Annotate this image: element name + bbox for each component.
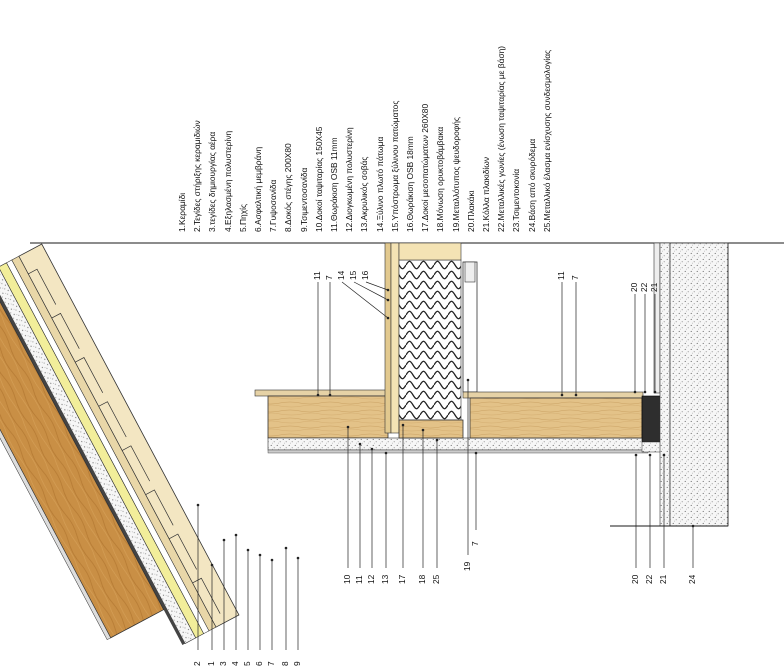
callout-number: 19 bbox=[462, 561, 472, 571]
leader-dots bbox=[196, 288, 695, 567]
leader-dot bbox=[386, 316, 390, 320]
osb-right bbox=[462, 391, 644, 399]
callout-number: 25 bbox=[431, 574, 441, 584]
callout-number: 7 bbox=[570, 275, 580, 280]
wall-osb-thin bbox=[384, 242, 392, 434]
plaster-left bbox=[267, 449, 649, 454]
leader-dot bbox=[421, 428, 425, 432]
callout-number: 9 bbox=[292, 661, 302, 666]
leader-dot bbox=[296, 556, 300, 560]
wall-top-plate bbox=[398, 242, 462, 261]
callout-number: 4 bbox=[230, 661, 240, 666]
leader-dot bbox=[643, 390, 647, 394]
callout-number: 5 bbox=[242, 661, 252, 666]
callout-number: 22 bbox=[639, 282, 649, 292]
callout-number: 2 bbox=[192, 661, 202, 666]
leader-dot bbox=[210, 563, 214, 567]
leader-dot bbox=[653, 390, 657, 394]
callout-number: 10 bbox=[342, 574, 352, 584]
leader-dot bbox=[358, 442, 362, 446]
leader-line bbox=[353, 281, 389, 301]
callout-number: 20 bbox=[630, 574, 640, 584]
leader-dot bbox=[386, 288, 390, 292]
callout-number: 22 bbox=[644, 574, 654, 584]
wall-panel bbox=[384, 242, 478, 434]
ceiling-joist-left bbox=[267, 395, 389, 439]
gypsum-roof bbox=[0, 301, 112, 641]
leader-line bbox=[341, 281, 389, 319]
callout-number: 3 bbox=[218, 661, 228, 666]
leader-dot bbox=[316, 393, 320, 397]
eps-left bbox=[267, 437, 649, 451]
callout-number: 11 bbox=[354, 575, 364, 584]
callout-number: 20 bbox=[629, 282, 639, 292]
mortar-wall bbox=[659, 242, 671, 527]
callout-number: 15 bbox=[348, 270, 358, 280]
callout-number: 8 bbox=[280, 661, 290, 666]
tile-adhesive bbox=[641, 441, 663, 453]
metal-stud-cap bbox=[464, 261, 476, 283]
callout-number: 17 bbox=[397, 574, 407, 584]
leader-dot bbox=[246, 548, 250, 552]
osb-left bbox=[254, 389, 396, 397]
callout-number: 6 bbox=[254, 661, 264, 666]
roof-assembly bbox=[0, 243, 240, 645]
callout-number: 24 bbox=[687, 574, 697, 584]
leader-dot bbox=[633, 390, 637, 394]
leader-dot bbox=[284, 546, 288, 550]
callout-number: 11 bbox=[556, 271, 566, 280]
callout-number: 21 bbox=[649, 282, 659, 292]
leader-dot bbox=[370, 447, 374, 451]
floor-right bbox=[462, 391, 663, 453]
leader-dot bbox=[560, 393, 564, 397]
rockwool-insulation bbox=[398, 259, 462, 421]
callout-number: 1 bbox=[206, 661, 216, 666]
leader-dot bbox=[234, 533, 238, 537]
membrane bbox=[0, 272, 186, 645]
leader-dot bbox=[386, 298, 390, 302]
leader-dot bbox=[196, 503, 200, 507]
leader-dot bbox=[435, 438, 439, 442]
leader-dot bbox=[270, 558, 274, 562]
leader-lines bbox=[197, 281, 694, 650]
leader-dot bbox=[634, 453, 638, 457]
callout-number: 14 bbox=[336, 270, 346, 280]
ceiling-joist-right bbox=[469, 397, 643, 439]
callout-number: 18 bbox=[417, 574, 427, 584]
leader-dot bbox=[474, 451, 478, 455]
leader-dot bbox=[384, 451, 388, 455]
callout-number: 13 bbox=[380, 574, 390, 584]
leader-dot bbox=[648, 453, 652, 457]
callout-number: 12 bbox=[366, 574, 376, 584]
floor-tile-block bbox=[641, 395, 663, 443]
leader-dot bbox=[222, 538, 226, 542]
callout-number: 7 bbox=[266, 661, 276, 666]
leader-dot bbox=[346, 425, 350, 429]
leader-dot bbox=[691, 524, 695, 528]
right-wall bbox=[653, 242, 729, 527]
callout-number: 21 bbox=[658, 574, 668, 584]
callout-number: 7 bbox=[324, 275, 334, 280]
leader-dot bbox=[466, 378, 470, 382]
concrete-base bbox=[669, 242, 729, 527]
leader-dot bbox=[662, 453, 666, 457]
leader-dot bbox=[328, 393, 332, 397]
leader-dot bbox=[401, 423, 405, 427]
floor-left bbox=[254, 389, 649, 454]
wall-frame bbox=[390, 242, 400, 434]
tile-steps bbox=[28, 268, 221, 614]
floor-joist-main bbox=[398, 419, 464, 439]
leader-line bbox=[365, 281, 389, 291]
leader-dot bbox=[574, 393, 578, 397]
callout-number: 11 bbox=[312, 271, 322, 280]
callout-number: 7 bbox=[470, 541, 480, 546]
callout-number: 16 bbox=[360, 270, 370, 280]
leader-dot bbox=[258, 553, 262, 557]
